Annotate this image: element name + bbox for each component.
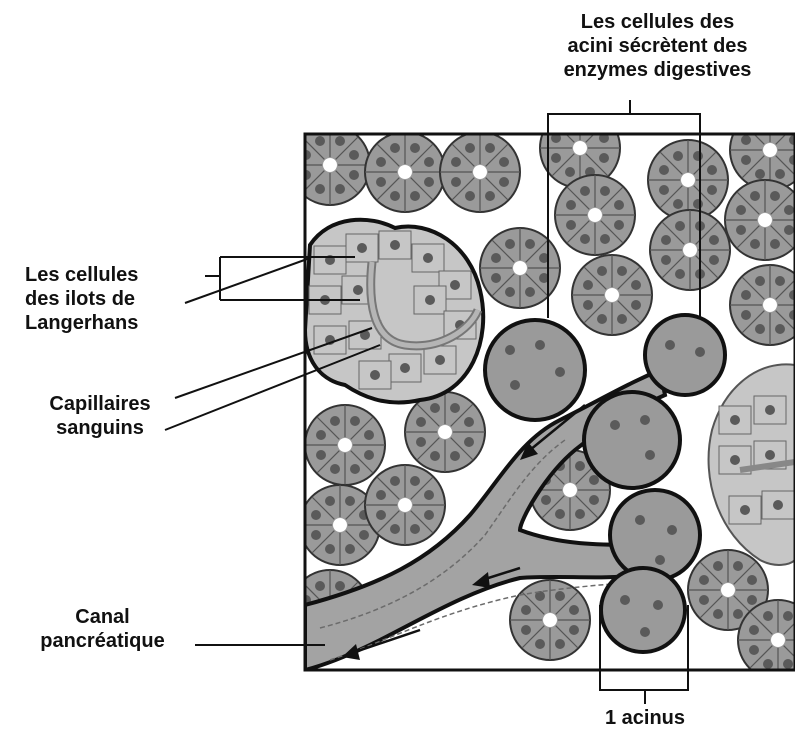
islet-cells-label-line-1: Les cellules [25, 263, 138, 287]
duct-label-line-2: pancréatique [15, 629, 190, 653]
acini-cells-label-line-2: acini sécrètent des [520, 34, 795, 58]
capillaries-label: Capillaires sanguins [40, 392, 160, 440]
islet-cells-label: Les cellules des ilots de Langerhans [25, 263, 138, 335]
capillaries-label-line-2: sanguins [40, 416, 160, 440]
tissue-section [290, 108, 795, 680]
acinus-label: 1 acinus [575, 706, 715, 730]
acini-cells-label-line-3: enzymes digestives [520, 58, 795, 82]
capillaries-label-line-1: Capillaires [40, 392, 160, 416]
islet-cells-label-line-2: des ilots de [25, 287, 138, 311]
duct-label: Canal pancréatique [15, 605, 190, 653]
islet-cells-label-line-3: Langerhans [25, 311, 138, 335]
acini-cells-label-line-1: Les cellules des [520, 10, 795, 34]
acini-cells-label: Les cellules des acini sécrètent des enz… [520, 10, 795, 82]
duct-label-line-1: Canal [15, 605, 190, 629]
islet-of-langerhans [305, 220, 483, 403]
